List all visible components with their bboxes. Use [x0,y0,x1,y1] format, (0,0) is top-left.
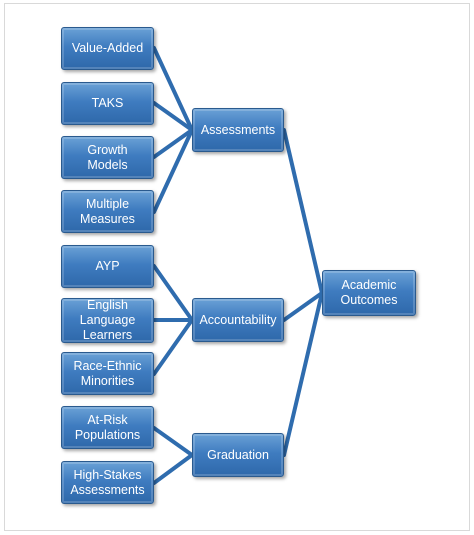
link-growth-models-assessments [152,128,194,159]
link-race-ethnic-accountability [152,318,194,376]
node-multiple-measures: Multiple Measures [61,190,154,233]
node-assessments: Assessments [192,108,284,152]
node-ayp: AYP [61,245,154,288]
link-multiple-measures-assessments [152,128,194,214]
node-value-added: Value-Added [61,27,154,70]
node-academic-outcomes: Academic Outcomes [322,270,416,316]
link-at-risk-graduation [152,426,194,457]
node-race-ethnic-minorities: Race-Ethnic Minorities [61,352,154,395]
link-graduation-root [282,291,324,457]
link-ayp-accountability [152,264,194,322]
node-at-risk-populations: At-Risk Populations [61,406,154,449]
node-accountability: Accountability [192,298,284,342]
node-high-stakes-assessments: High-Stakes Assessments [61,461,154,504]
link-high-stakes-graduation [152,453,194,485]
node-graduation: Graduation [192,433,284,477]
diagram-frame [4,3,470,531]
node-taks: TAKS [61,82,154,125]
node-english-language-learners: English Language Learners [61,298,154,343]
link-taks-assessments [152,101,194,132]
link-assessments-root [282,128,324,295]
link-value-added-assessments [152,46,194,132]
link-accountability-root [282,291,324,322]
node-growth-models: Growth Models [61,136,154,179]
